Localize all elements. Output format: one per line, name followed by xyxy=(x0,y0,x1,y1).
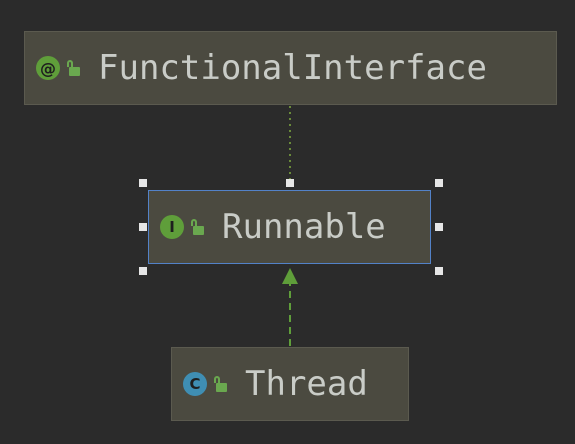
unlocked-icon xyxy=(190,219,204,235)
node-label: Runnable xyxy=(222,207,386,247)
resize-handle-top[interactable] xyxy=(286,179,294,187)
unlocked-icon xyxy=(66,60,80,76)
resize-handle-bottom-right[interactable] xyxy=(435,267,443,275)
node-thread[interactable]: C Thread xyxy=(171,347,409,421)
resize-handle-top-right[interactable] xyxy=(435,179,443,187)
resize-handle-left[interactable] xyxy=(139,223,147,231)
unlocked-icon xyxy=(213,376,227,392)
implements-arrowhead xyxy=(282,268,298,284)
node-functional-interface[interactable]: @ FunctionalInterface xyxy=(24,31,557,105)
class-icon: C xyxy=(183,372,207,396)
resize-handle-right[interactable] xyxy=(435,223,443,231)
interface-icon: I xyxy=(160,215,184,239)
node-label: Thread xyxy=(245,364,368,404)
node-label: FunctionalInterface xyxy=(98,48,487,88)
resize-handle-top-left[interactable] xyxy=(139,179,147,187)
annotation-type-icon: @ xyxy=(36,56,60,80)
resize-handle-bottom-left[interactable] xyxy=(139,267,147,275)
node-runnable[interactable]: I Runnable xyxy=(148,190,431,264)
